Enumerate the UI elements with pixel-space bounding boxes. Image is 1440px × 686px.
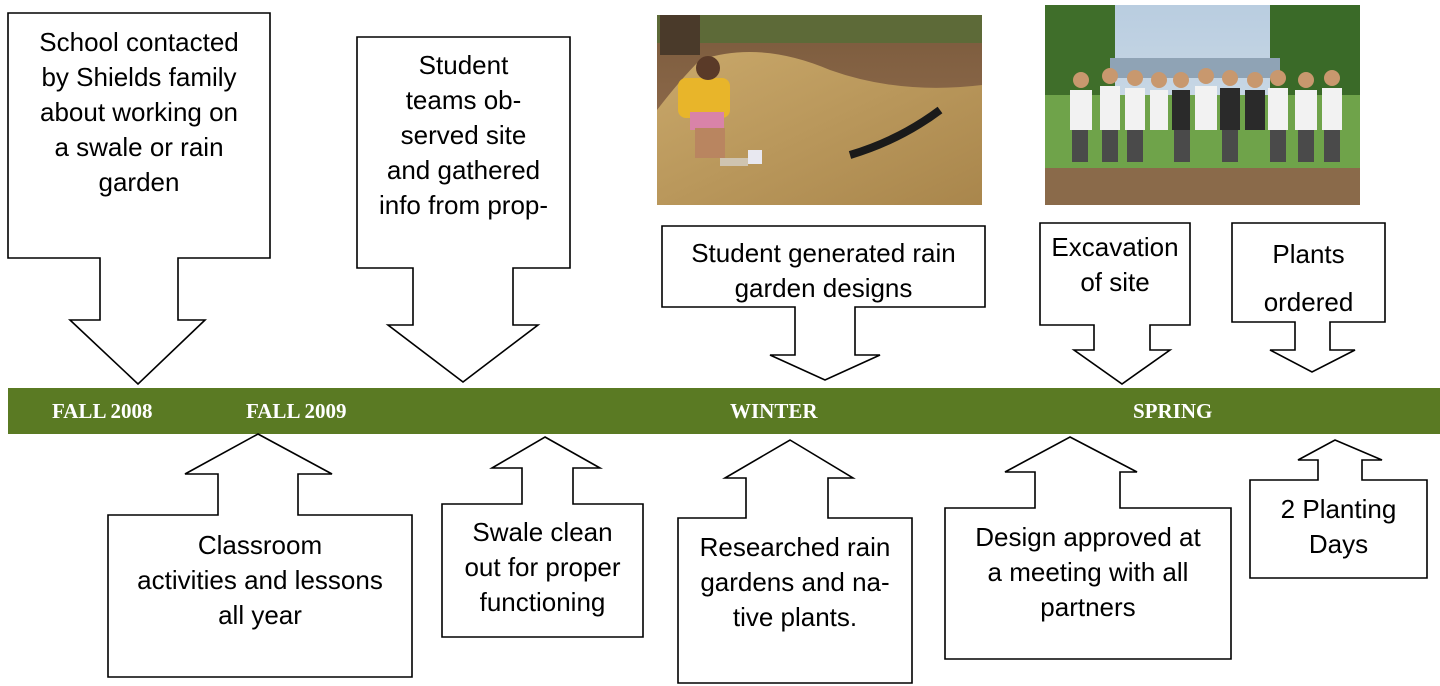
callout-student-teams	[356, 36, 571, 384]
callout-school-contacted	[7, 12, 271, 386]
callout-excavation	[1039, 222, 1191, 385]
group-photo	[1045, 5, 1360, 205]
callout-planting-days	[1249, 439, 1428, 579]
callout-classroom-activities	[107, 433, 413, 678]
timeline-bar	[8, 388, 1440, 434]
callout-student-designs	[661, 225, 986, 381]
season-winter: WINTER	[730, 399, 818, 423]
season-fall-2008: FALL 2008	[52, 399, 153, 423]
callout-swale-clean	[441, 436, 644, 638]
callout-plants-ordered	[1231, 222, 1386, 373]
season-fall-2009: FALL 2009	[246, 399, 347, 423]
student-mulching-photo	[657, 15, 982, 205]
season-spring: SPRING	[1133, 399, 1212, 423]
callout-researched	[677, 439, 913, 684]
callout-design-approved	[944, 436, 1232, 660]
